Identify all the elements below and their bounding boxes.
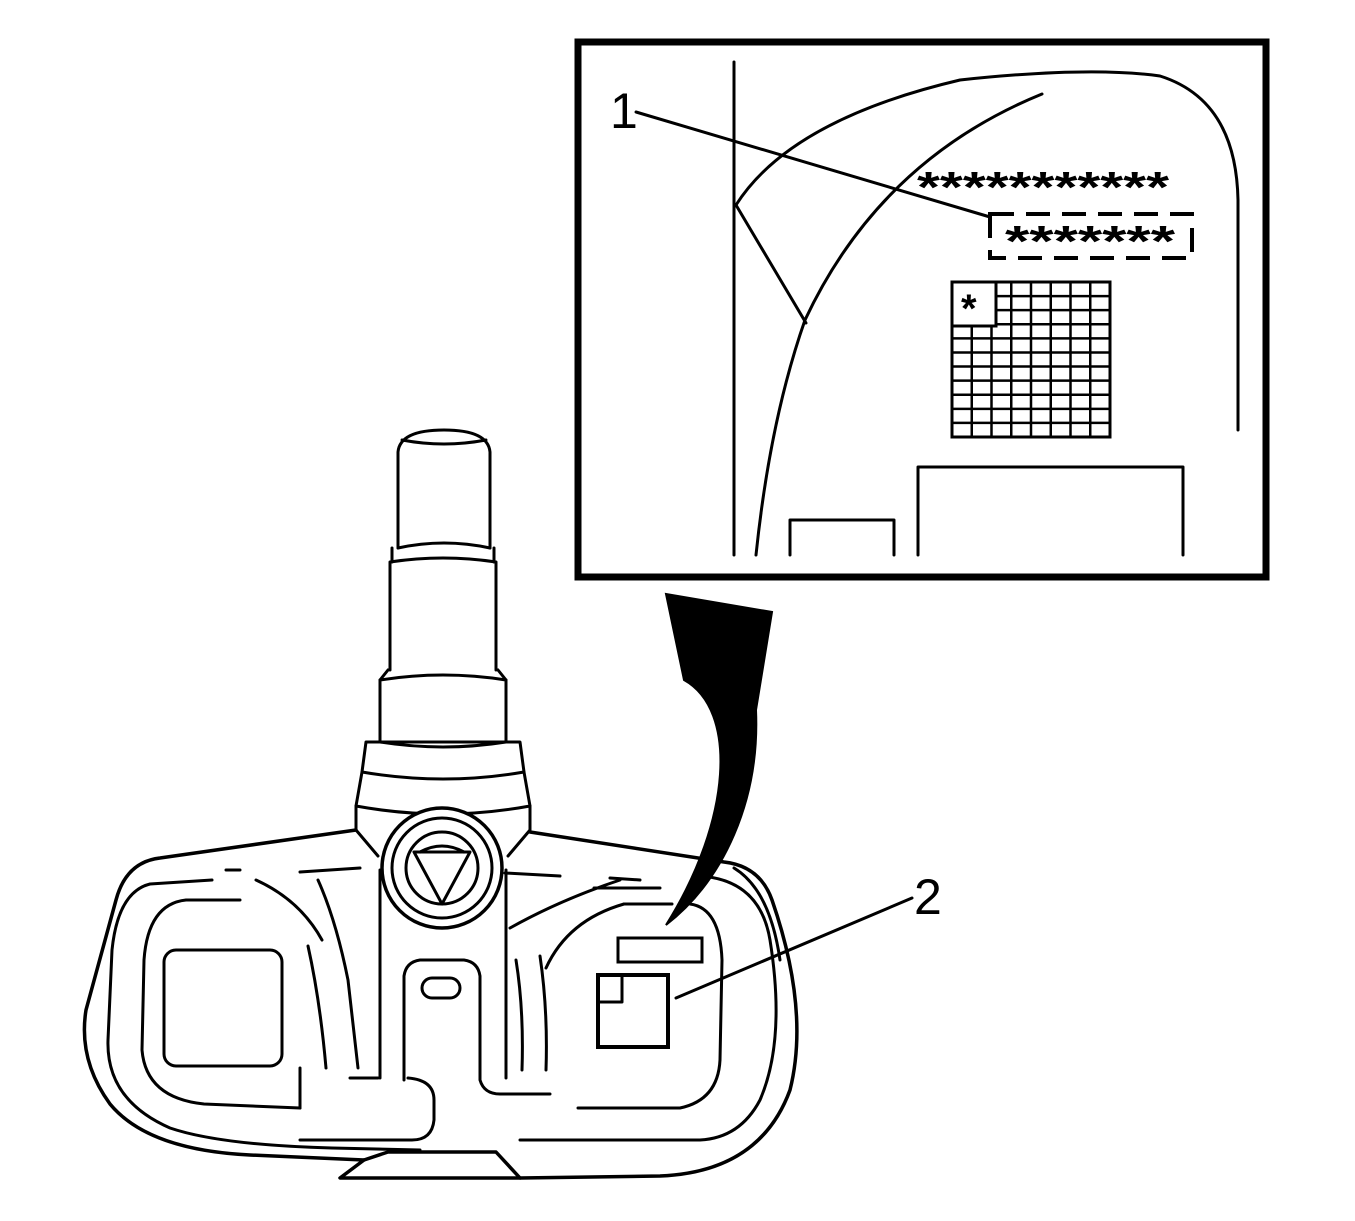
inset-lower-box-small <box>788 518 896 557</box>
inset-housing-outline <box>734 70 1240 432</box>
triangle-icon <box>412 850 472 906</box>
inset-panel: *********** ******* * <box>574 38 1270 581</box>
label-highlight-box <box>988 212 1194 260</box>
callout-1: 1 <box>610 83 992 219</box>
callout-2: 2 <box>674 869 942 1000</box>
callout-2-leader <box>674 896 914 1000</box>
inset-diagonal <box>734 203 808 325</box>
grid-corner-mark: * <box>961 287 977 331</box>
sensor-center-slot <box>420 976 462 1000</box>
callout-1-number: 1 <box>610 83 638 139</box>
sensor-center-channel <box>378 868 508 1080</box>
sensor-label-strip <box>616 936 704 964</box>
valve-stem <box>354 428 532 858</box>
tpms-sensor-icon <box>82 428 799 1180</box>
matrix-code-grid: * <box>950 280 1112 439</box>
sensor-housing-inner <box>106 866 422 1152</box>
sensor-label-area <box>596 973 670 1049</box>
inset-frame <box>574 38 1270 581</box>
valve-core <box>380 806 504 930</box>
label-line-2: ******* <box>1005 217 1176 266</box>
grid-corner-box <box>950 280 998 328</box>
sensor-inner-panel <box>140 868 724 1110</box>
inset-inner-curve <box>754 92 1044 557</box>
sensor-housing-bottom-step <box>338 1158 522 1180</box>
callout-1-leader <box>634 110 992 219</box>
sensor-left-window <box>162 948 284 1068</box>
label-line-1: *********** <box>917 163 1170 212</box>
callout-2-number: 2 <box>914 869 942 925</box>
inset-lower-box-large <box>916 465 1185 557</box>
sensor-housing-outer <box>82 828 799 1180</box>
